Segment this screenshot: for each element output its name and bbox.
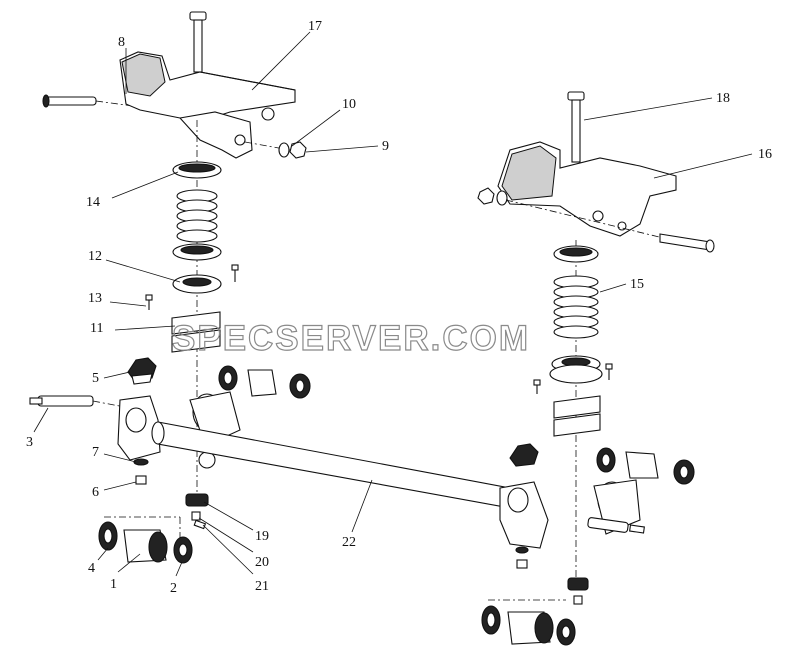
- bumper-5: [127, 357, 157, 385]
- callout-4: 4: [88, 561, 95, 576]
- leader-lines: [33, 31, 753, 577]
- callout-19: 19: [255, 529, 269, 544]
- spring-left: [176, 189, 218, 243]
- callout-7: 7: [92, 445, 99, 460]
- bolt-17: [189, 11, 207, 73]
- callout-3: 3: [26, 435, 33, 450]
- washer-2: [173, 536, 193, 564]
- callout-11: 11: [90, 321, 103, 336]
- knuckle-right: [499, 479, 641, 549]
- bolt-18: [567, 91, 585, 163]
- screws-right: [533, 363, 613, 394]
- seat-lower-right: [549, 355, 603, 384]
- bushing-upper-right: [596, 447, 695, 485]
- callout-12: 12: [88, 249, 102, 264]
- seat-12: [172, 243, 222, 294]
- callout-10: 10: [342, 97, 356, 112]
- callout-20: 20: [255, 555, 269, 570]
- pin-8: [42, 94, 97, 108]
- callout-1: 1: [110, 577, 117, 592]
- callout-22: 22: [342, 535, 356, 550]
- washer-right: [496, 190, 508, 206]
- bushing-1: [123, 529, 168, 563]
- bolt-20: [191, 511, 201, 521]
- pin-right: [659, 233, 715, 253]
- callout-5: 5: [92, 371, 99, 386]
- callout-labels: 8 17 10 9 14 12 13 11 5 3 7 6 4 1 2 19 2…: [26, 19, 772, 596]
- callout-18: 18: [716, 91, 730, 106]
- fasteners-lower-right: [515, 546, 589, 605]
- bushing-lower-right: [481, 605, 576, 646]
- washer-7: [133, 458, 149, 466]
- plates-right: [553, 395, 601, 437]
- callout-6: 6: [92, 485, 99, 500]
- nut-right: [477, 187, 495, 205]
- washer-4: [98, 521, 118, 551]
- watermark: SPECSERVER.COM: [172, 319, 530, 358]
- callout-15: 15: [630, 277, 644, 292]
- callout-21: 21: [255, 579, 269, 594]
- seat-upper-right: [553, 245, 599, 263]
- pin-3: [29, 395, 94, 407]
- bumper-right: [509, 443, 539, 467]
- callout-13: 13: [88, 291, 102, 306]
- bumper-19: [185, 493, 209, 507]
- callout-16: 16: [758, 147, 772, 162]
- plate-11: [171, 311, 221, 353]
- callout-8: 8: [118, 35, 125, 50]
- nut-6: [135, 475, 147, 485]
- nut-9: [289, 141, 307, 159]
- seat-14: [172, 161, 222, 179]
- pin-right-lower: [587, 517, 645, 534]
- callout-17: 17: [308, 19, 322, 34]
- bracket-17: [119, 51, 296, 159]
- pin-21: [193, 519, 207, 530]
- bushing-upper-left: [218, 365, 311, 399]
- callout-14: 14: [86, 195, 100, 210]
- screw-13: [145, 264, 239, 310]
- spring-15: [553, 275, 599, 339]
- washer-10: [278, 142, 290, 158]
- bracket-16: [497, 141, 677, 237]
- callout-9: 9: [382, 139, 389, 154]
- callout-2: 2: [170, 581, 177, 596]
